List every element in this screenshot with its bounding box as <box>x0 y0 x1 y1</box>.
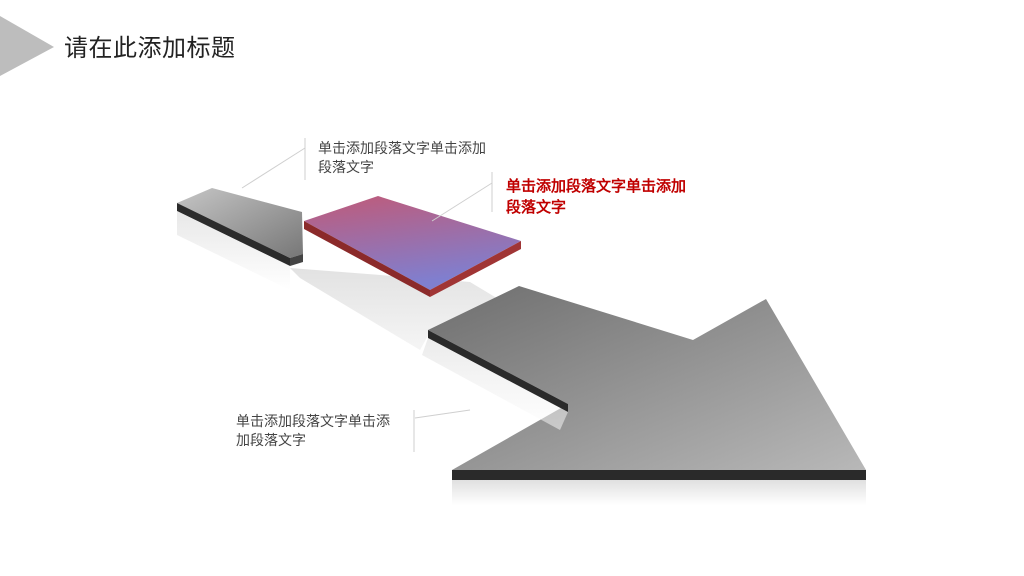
callout-top-text[interactable]: 单击添加段落文字单击添加段落文字 <box>318 141 486 176</box>
back-segment-top <box>177 188 303 258</box>
back-segment-reflection <box>177 211 290 290</box>
leader-line-highlight <box>431 182 493 222</box>
page-title: 请在此添加标题 <box>64 34 236 62</box>
callout-highlight-text[interactable]: 单击添加段落文字单击添加段落文字 <box>506 177 687 216</box>
back-segment-side <box>177 203 290 266</box>
callout-bottom-text[interactable]: 单击添加段落文字单击添加段落文字 <box>236 414 390 449</box>
big-arrow-side-left <box>428 330 568 412</box>
highlight-plate-top <box>304 196 521 290</box>
big-arrow-side-front <box>452 470 866 480</box>
big-arrow-top <box>428 286 866 470</box>
back-segment-side-right <box>290 254 303 266</box>
leader-line-top <box>241 147 306 189</box>
highlight-plate-side-right <box>430 241 521 297</box>
big-arrow-reflection <box>452 480 866 505</box>
big-arrow-left-reflection <box>422 338 568 430</box>
highlight-plate-side-left <box>304 221 430 297</box>
title-decoration-triangle <box>0 16 54 76</box>
leader-line-bottom <box>414 409 471 419</box>
